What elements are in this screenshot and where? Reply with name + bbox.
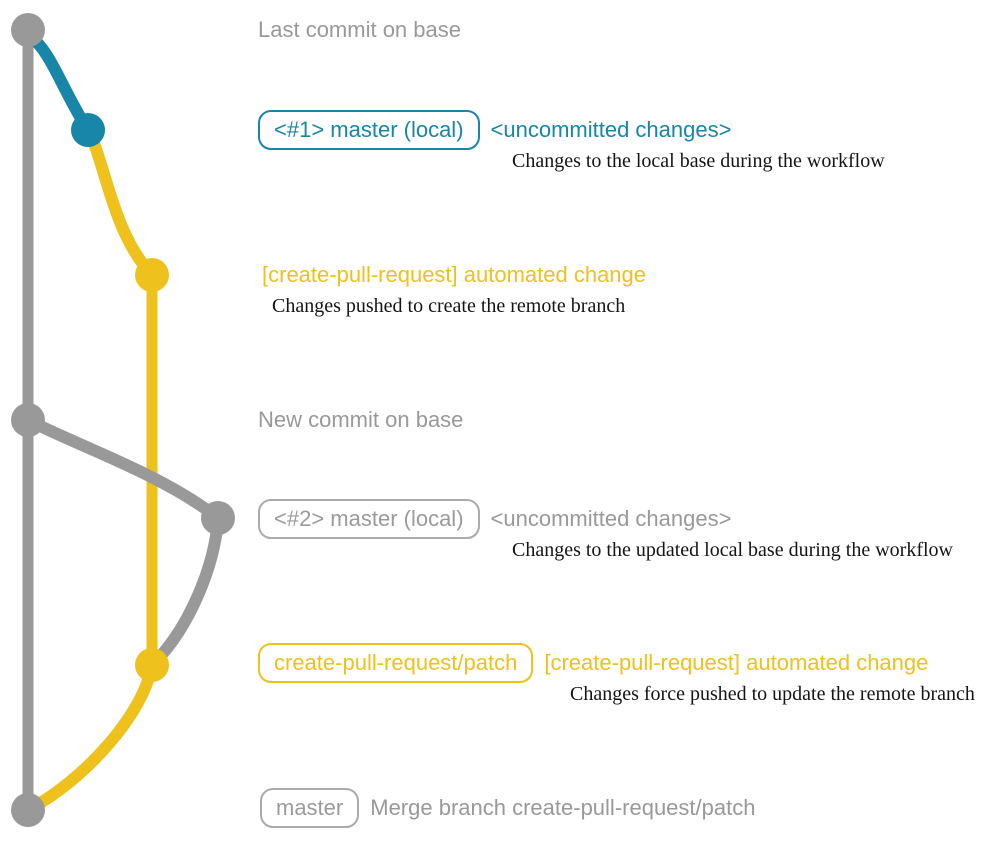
caption-automated-1: Changes pushed to create the remote bran…	[272, 295, 626, 317]
badge-master: master	[260, 788, 360, 828]
caption-automated-2: Changes force pushed to update the remot…	[570, 683, 975, 705]
commit-node-merge	[11, 793, 45, 827]
row-merge: master Merge branch create-pull-request/…	[260, 788, 755, 828]
commit-graph	[11, 13, 235, 827]
label-new-commit-on-base: New commit on base	[258, 407, 464, 432]
note-uncommitted-changes-2: <uncommitted changes>	[490, 506, 732, 531]
note-uncommitted-changes-1: <uncommitted changes>	[490, 117, 732, 142]
caption-local-2: Changes to the updated local base during…	[512, 539, 953, 561]
commit-node-last-on-base	[11, 13, 45, 47]
base-rebase-curve-in	[148, 512, 224, 669]
base-rebase-curve-out	[22, 414, 224, 524]
badge-patch-branch: create-pull-request/patch	[258, 643, 534, 683]
commit-node-automated-1	[135, 258, 169, 292]
commit-node-local-2	[201, 501, 235, 535]
row-local-1: <#1> master (local) <uncommitted changes…	[258, 110, 731, 150]
remote-branch-curve-upper	[82, 124, 158, 281]
commit-node-new-on-base	[11, 403, 45, 437]
badge-master-local-1: <#1> master (local)	[258, 110, 480, 150]
label-merge-branch: Merge branch create-pull-request/patch	[370, 795, 756, 820]
commit-node-local-1	[71, 113, 105, 147]
title-automated-change-1: [create-pull-request] automated change	[262, 262, 647, 287]
label-last-commit-on-base: Last commit on base	[258, 17, 461, 42]
badge-master-local-2: <#2> master (local)	[258, 499, 480, 539]
caption-local-1: Changes to the local base during the wor…	[512, 150, 885, 172]
remote-merge-curve	[24, 659, 158, 815]
row-patch-branch: create-pull-request/patch [create-pull-r…	[258, 643, 928, 683]
row-local-2: <#2> master (local) <uncommitted changes…	[258, 499, 731, 539]
title-automated-change-2: [create-pull-request] automated change	[544, 650, 929, 675]
commit-node-automated-2	[135, 648, 169, 682]
